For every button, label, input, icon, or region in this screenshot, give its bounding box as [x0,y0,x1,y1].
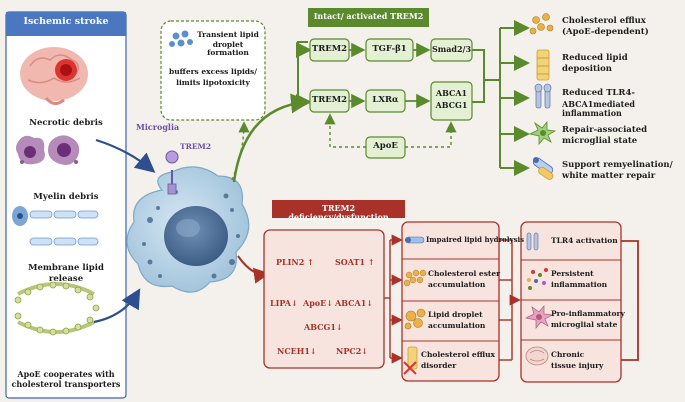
membrane-lipid-label-1: Membrane lipid [28,263,104,273]
trem2-receptor-label: TREM2 [180,142,212,151]
gene-nceh1: NCEH1↓ [277,346,317,356]
mid-4b: disorder [421,361,457,370]
membrane-lipid-icon [14,281,100,336]
right-4a: Chronic [551,350,585,359]
down-arrow-icon: ↓ [309,346,317,356]
arrow-debris-to-cell [95,138,156,173]
droplet-line-2b: limits lipotoxicity [176,78,250,87]
necrotic-debris-label: Necrotic debris [29,118,103,128]
right-2a: Persistent [551,269,594,278]
right-4b: tissue injury [551,361,604,370]
caption-line-2: cholesterol transporters [11,379,121,389]
intact-title: Intact/ activated TREM2 [313,11,424,21]
down-arrow-icon: ↓ [335,322,343,332]
intact-abcg1: ABCG1 [435,100,468,110]
arrow-cell-to-intact [232,93,311,183]
outcome-4a: Repair-associated [562,125,648,135]
lipid-deposition-icon [536,49,550,81]
right-3b: microglial state [551,320,618,329]
droplet-line-1a: Transient lipid [197,30,259,39]
down-arrow-icon: ↓ [291,298,298,308]
myelin-debris-label: Myelin debris [33,192,99,202]
repair-microglia-icon [528,120,557,146]
mid-4a: Cholesterol efflux [421,350,495,359]
arrow-membrane-to-cell [93,288,141,324]
outcome-4b: microglial state [562,136,638,146]
gene-soat1: SOAT1 ↑ [335,257,375,267]
outcome-2a: Reduced lipid [562,53,628,63]
caption-line-1: ApoE cooperates with [17,369,115,379]
left-panel-frame [5,11,127,399]
tlr4-receptor-icon [534,83,552,109]
necrotic-debris-icon [16,135,80,165]
gene-plin2: PLIN2 ↑ [276,257,314,267]
intact-apoe: ApoE [373,141,398,151]
mid-3a: Lipid droplet [428,310,483,319]
microglia-label: Microglia [136,122,180,132]
cholesterol-efflux-icon [529,13,554,35]
efflux-disorder-icon [403,346,418,375]
gene-npc2: NPC2↓ [336,346,368,356]
down-arrow-icon: ↓ [366,298,373,308]
gene-abcg1: ABCG1↓ [304,322,343,332]
feedback-bracket [621,240,639,361]
deficiency-title: TREM2 deficiency/dysfunction [288,203,389,222]
right-3a: Pro-inflammatory [551,309,625,318]
brain-icon [20,47,88,105]
microglia-cell [126,150,250,293]
pro-inflammatory-microglia-icon [524,305,554,329]
arrow-cell-to-droplet [231,121,250,181]
intact-smad: Smad2/3 [431,44,472,54]
lipid-droplet-accumulation-icon [404,308,426,330]
inflammation-icon [527,268,548,290]
outcome-1b: (ApoE-dependent) [562,27,649,37]
remyelination-icon [532,157,554,180]
membrane-lipid-label-2: release [48,274,84,284]
outcome-5a: Support remyelination/ [562,160,673,170]
right-2b: inflammation [551,280,608,289]
mid-1: Impaired lipid hydrolysis [426,235,525,244]
down-arrow-icon: ↓ [361,346,368,356]
mid-2b: accumulation [428,280,486,289]
tissue-injury-icon [525,346,549,366]
gene-abca1: ABCA1↓ [335,298,373,308]
outcome-3a: Reduced TLR4- [562,88,635,98]
arrow-cell-to-deficiency [237,255,270,284]
mid-2a: Cholesterol ester [428,269,501,278]
gene-lipa: LIPA↓ [270,298,298,308]
outcome-3b: ABCA1mediated inflammation [562,99,636,118]
up-arrow-icon: ↑ [367,257,375,267]
intact-trem2-bottom: TREM2 [311,95,348,105]
myelin-debris-icon [12,206,99,246]
outcome-2b: deposition [562,64,612,74]
droplet-icon [169,30,193,47]
droplet-line-2a: buffers excess lipids/ [168,67,258,76]
left-panel-title: Ischemic stroke [23,16,109,27]
tlr4-activation-icon [526,232,539,251]
cholesterol-ester-icon [403,269,427,287]
intact-tgfb1: TGF-β1 [372,44,407,54]
droplet-line-1b: droplet formation [207,40,249,58]
down-arrow-icon: ↓ [326,298,333,308]
gene-apoe: ApoE↓ [303,298,333,308]
hydrolysis-icon [405,236,425,244]
intact-trem2-top: TREM2 [311,44,348,54]
right-1: TLR4 activation [551,236,618,245]
intact-lxra: LXRα [372,95,399,105]
mid-3b: accumulation [428,321,486,330]
outcome-5b: white matter repair [562,171,656,181]
intact-abca1: ABCA1 [435,88,468,98]
up-arrow-icon: ↑ [307,257,314,267]
outcome-1a: Cholesterol efflux [562,16,646,26]
